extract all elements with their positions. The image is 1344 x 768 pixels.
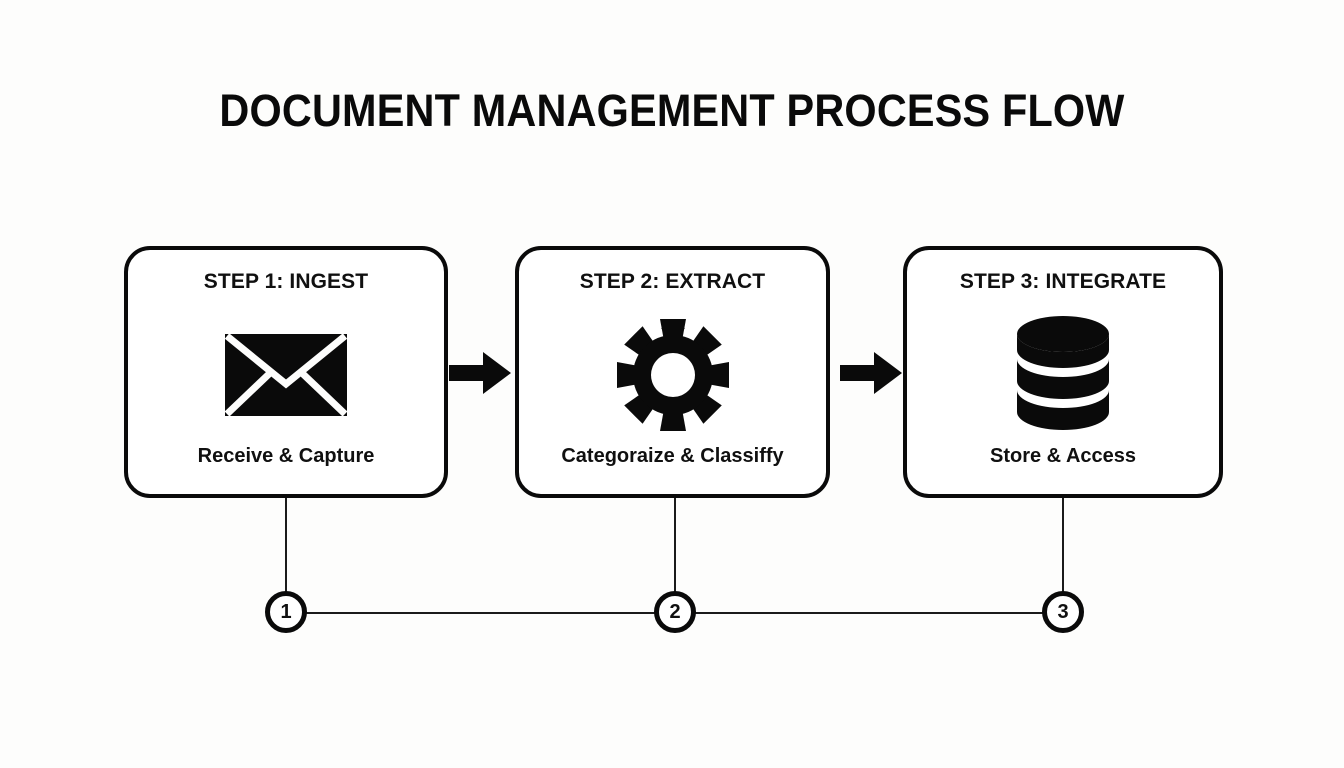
step-node-3[interactable]: 3 — [1042, 591, 1084, 633]
step-header-1: STEP 1: INGEST — [203, 270, 369, 293]
step-header-3: STEP 3: INTEGRATE — [959, 270, 1167, 293]
connector-stem-1 — [285, 498, 287, 598]
step-caption-2: Categoraize & Classiffy — [561, 445, 784, 467]
step-caption-3: Store & Access — [990, 445, 1136, 467]
connector-stem-3 — [1062, 498, 1064, 598]
step-node-1[interactable]: 1 — [265, 591, 307, 633]
step-box-ingest[interactable]: STEP 1: INGEST Receive & Capture — [124, 246, 448, 498]
database-icon — [907, 310, 1219, 440]
step-header-2: STEP 2: EXTRACT — [579, 270, 766, 293]
gear-icon — [519, 310, 826, 440]
flow-arrow-right-icon-2 — [840, 352, 902, 394]
step-box-integrate[interactable]: STEP 3: INTEGRATE Store & Access — [903, 246, 1223, 498]
page-title: DOCUMENT MANAGEMENT PROCESS FLOW — [219, 85, 1125, 136]
step-node-2[interactable]: 2 — [654, 591, 696, 633]
flow-arrow-right-icon-1 — [449, 352, 511, 394]
connector-stem-2 — [674, 498, 676, 598]
step-box-extract[interactable]: STEP 2: EXTRACT — [515, 246, 830, 498]
envelope-icon — [128, 310, 444, 440]
step-caption-1: Receive & Capture — [197, 445, 375, 467]
